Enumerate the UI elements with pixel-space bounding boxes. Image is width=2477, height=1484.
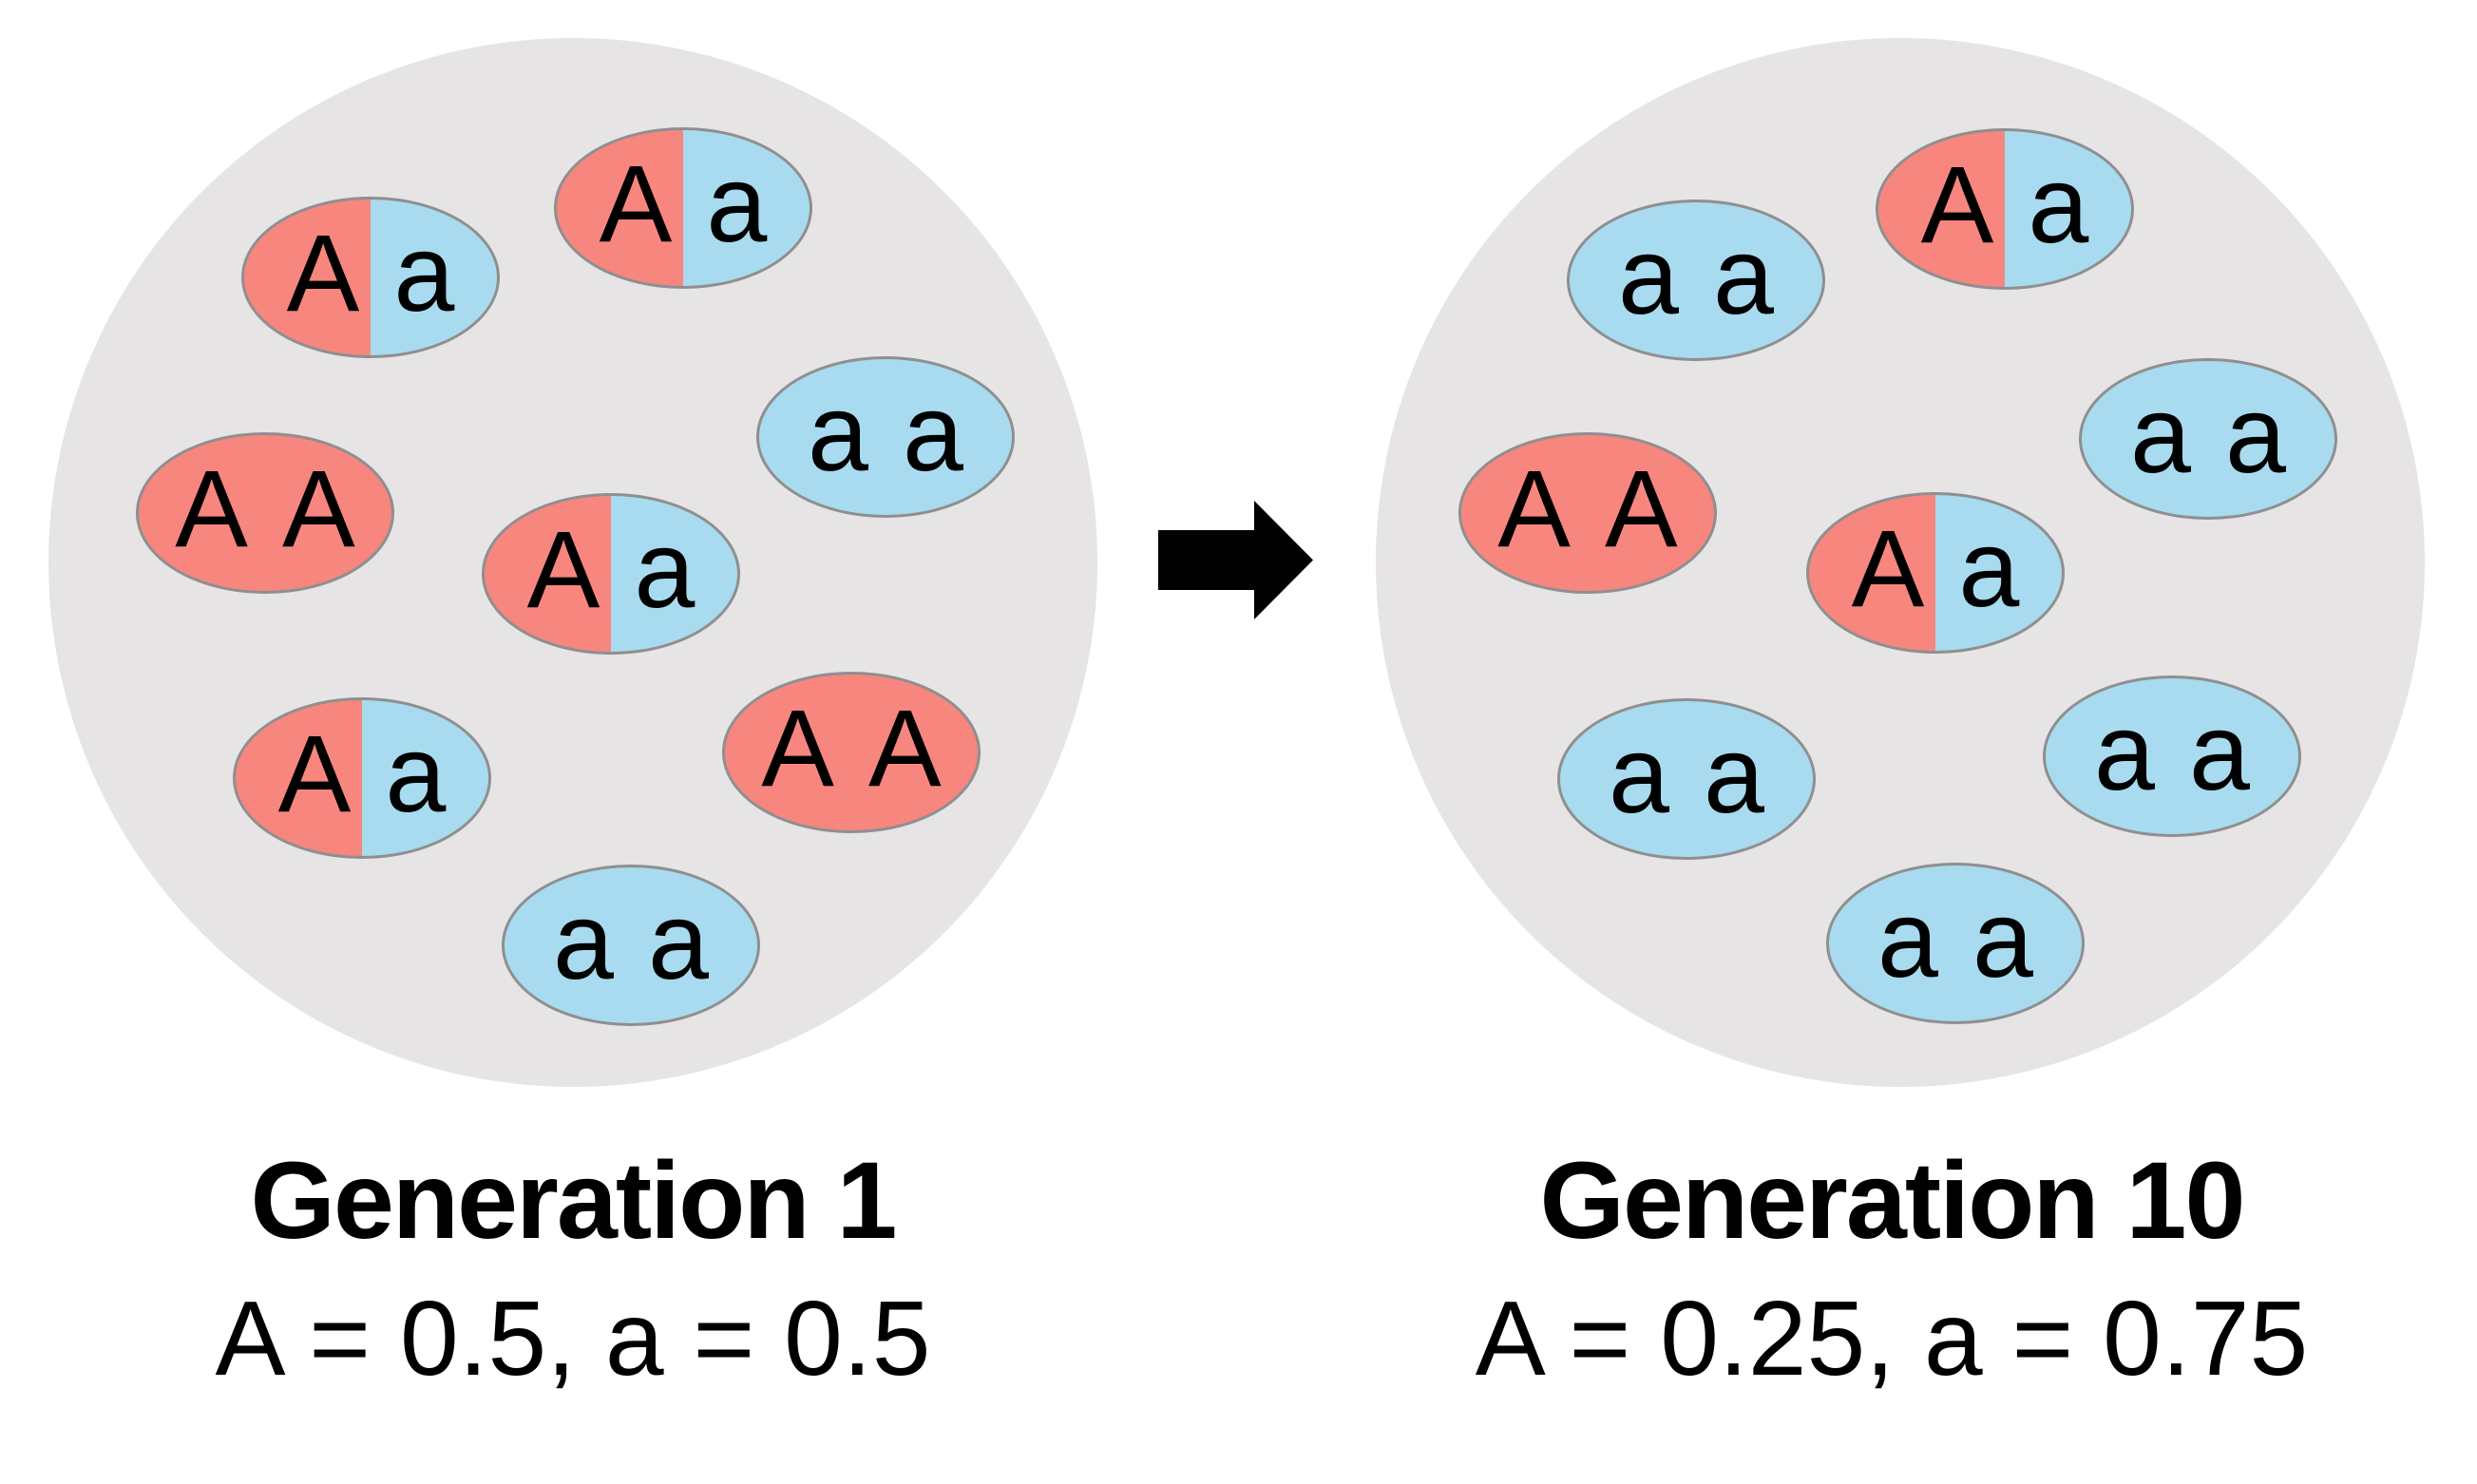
allele-a: a [706,143,768,265]
allele-a: a [2189,691,2250,813]
allele-A: A [599,143,673,265]
allele-a: a [634,508,695,631]
allele-A: A [761,687,834,809]
allele-a: a [2130,373,2191,496]
allele-A: A [282,447,355,570]
allele-A: A [1851,507,1925,630]
allele-a: a [1877,878,1938,1000]
allele-a: a [385,713,447,835]
allele-A: A [868,687,942,809]
allele-a: a [393,212,455,334]
allele-A: A [277,713,352,835]
allele-a: a [1972,878,2033,1000]
allele-A: A [1605,447,1678,570]
allele-A: A [526,508,600,631]
caption-generation-10: Generation 10 A = 0.25, a = 0.75 [1274,1138,2477,1400]
allele-a: a [1618,215,1679,337]
generation-10-allele-frequencies: A = 0.25, a = 0.75 [1475,1280,2309,1398]
allele-a: a [1713,215,1774,337]
allele-a: a [2028,143,2089,266]
allele-a: a [1704,713,1764,836]
allele-a: a [553,880,614,1002]
allele-A: A [286,212,360,334]
allele-a: a [1609,713,1669,836]
generation-1-allele-frequencies: A = 0.5, a = 0.5 [215,1280,931,1398]
allele-A: A [175,447,248,570]
generation-10-title: Generation 10 [1539,1140,2246,1262]
caption-generation-1: Generation 1 A = 0.5, a = 0.5 [0,1138,1191,1400]
allele-A: A [1497,447,1571,570]
allele-a: a [2094,691,2155,813]
allele-A: A [1920,143,1994,266]
arrow-right-icon [1158,501,1313,619]
allele-a: a [903,371,963,494]
allele-a: a [1958,507,2020,630]
allele-a: a [2225,373,2286,496]
generation-1-title: Generation 1 [250,1140,898,1262]
allele-a: a [808,371,868,494]
allele-a: a [648,880,709,1002]
